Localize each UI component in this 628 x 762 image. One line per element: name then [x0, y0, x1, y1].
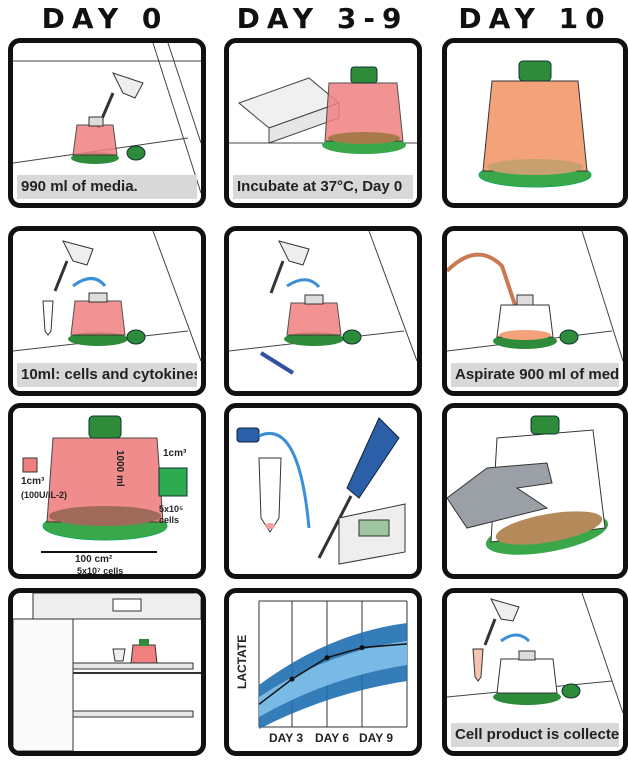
harvest-scene [447, 408, 623, 574]
hood-scene [229, 231, 417, 391]
panel-day10-flask [442, 38, 628, 208]
label-cube-right-cells: 5x10⁵ cells [159, 504, 199, 526]
sampling-scene [229, 408, 417, 574]
chart-xlabel-day3: DAY 3 [269, 731, 303, 745]
cap-icon [127, 146, 145, 160]
label-cube-right: 1cm³ [163, 448, 186, 459]
panel-incubate: Incubate at 37°C, Day 0 [224, 38, 422, 208]
pipette-icon [485, 599, 519, 645]
pipette-icon [98, 73, 143, 128]
cap-icon [343, 330, 361, 344]
label-area: 100 cm² [75, 554, 112, 565]
cube-right-icon [159, 468, 187, 496]
flask-icon [322, 67, 406, 154]
flask-icon [493, 651, 561, 705]
incubator-icon [13, 593, 201, 751]
label-cube-left: 1cm³ [21, 476, 44, 487]
header-day-3-9: DAY 3-9 [225, 2, 420, 36]
panel-flask-detail: 1000 ml 1cm³ (100U/IL-2) 1cm³ 5x10⁵ cell… [8, 403, 206, 579]
cap-icon [560, 330, 578, 344]
panel-add [224, 226, 422, 396]
caption-cells: 10ml: cells and cytokines [17, 363, 197, 387]
tube-icon [473, 649, 483, 681]
flask-icon [71, 117, 119, 164]
chart-point-day-9 [360, 645, 365, 650]
flask-icon [493, 295, 557, 349]
cap-icon [127, 330, 145, 344]
cap-icon [562, 684, 580, 698]
chart-point-day-6 [325, 655, 330, 660]
panel-cells: 10ml: cells and cytokines [8, 226, 206, 396]
flask-icon [447, 43, 623, 203]
flask-icon [68, 293, 128, 346]
panel-collected: Cell product is collected [442, 588, 628, 756]
panel-harvest [442, 403, 628, 579]
flask-icon [131, 639, 157, 663]
flask-icon [284, 295, 344, 346]
chart-point-day-3 [290, 677, 295, 682]
caption-aspirate: Aspirate 900 ml of media [451, 363, 619, 387]
chart-xlabel-day9: DAY 9 [359, 731, 393, 745]
lactate-chart [229, 593, 417, 751]
caption-incubate: Incubate at 37°C, Day 0 [233, 175, 413, 199]
tube-icon [43, 301, 53, 335]
header-day-10: DAY 10 [440, 2, 628, 36]
label-area-cells: 5x10⁷ cells [77, 566, 123, 576]
cap-icon [237, 428, 259, 442]
panel-sampling [224, 403, 422, 579]
header-day-0: DAY 0 [10, 2, 200, 36]
label-volume: 1000 ml [114, 450, 125, 487]
caption-collected: Cell product is collected [451, 723, 619, 747]
panel-aspirate: Aspirate 900 ml of media [442, 226, 628, 396]
panel-incubator [8, 588, 206, 756]
label-cube-left-note: (100U/IL-2) [21, 490, 67, 500]
cube-left-icon [23, 458, 37, 472]
caption-media: 990 ml of media. [17, 175, 197, 199]
tube-icon [259, 458, 281, 532]
panel-media: 990 ml of media. [8, 38, 206, 208]
chart-xlabel-day6: DAY 6 [315, 731, 349, 745]
chart-ylabel: LACTATE [235, 635, 249, 689]
analyzer-icon [339, 504, 405, 564]
panel-lactate-chart: LACTATE DAY 3 DAY 6 DAY 9 [224, 588, 422, 756]
